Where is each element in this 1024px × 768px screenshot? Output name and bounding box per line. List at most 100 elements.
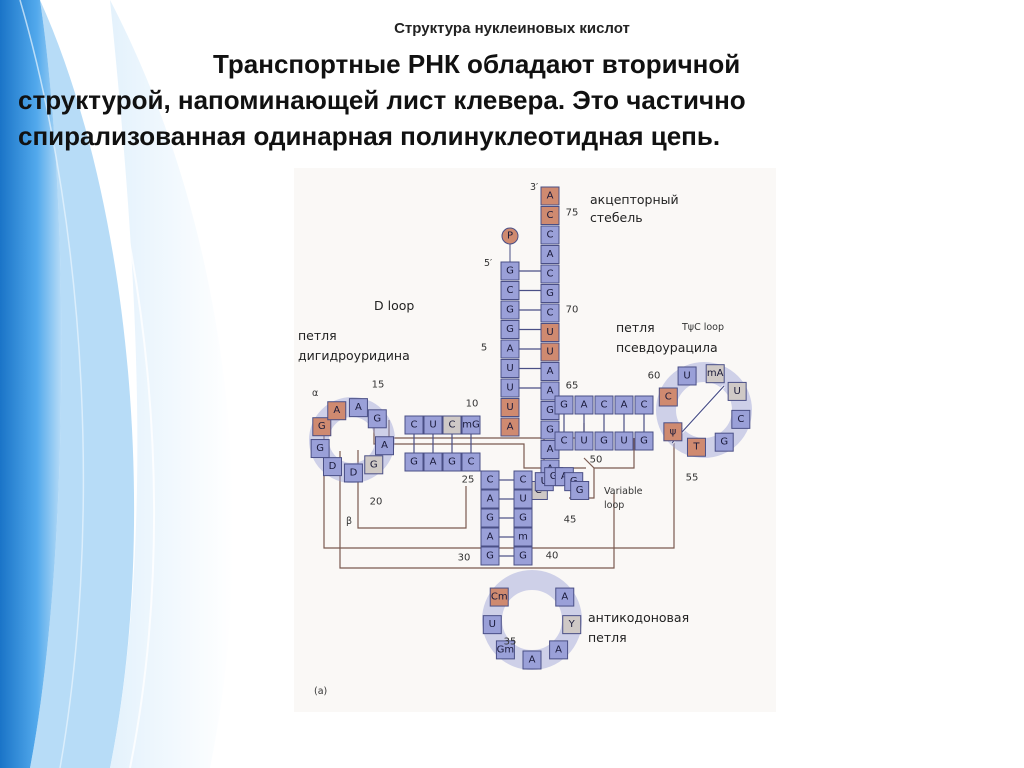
nucleotide-label: A xyxy=(529,655,536,666)
nucleotide-label: m xyxy=(518,532,528,543)
nucleotide-label: A xyxy=(507,344,514,355)
nucleotide-anticodon_5_side-0 xyxy=(480,470,500,490)
main-text-line-1: Транспортные РНК обладают вторичной xyxy=(213,49,741,79)
nucleotide-label: U xyxy=(506,402,513,413)
nucleotide-label: G xyxy=(519,551,527,562)
nucleotide-t_stem_top-3 xyxy=(614,395,634,415)
nucleotide-label: C xyxy=(737,414,744,425)
nucleotide-acceptor_3prime-5 xyxy=(540,284,560,303)
nucleotide-label: U xyxy=(546,347,553,358)
nucleotide-label: A xyxy=(547,444,554,455)
nucleotide-label: C xyxy=(411,420,418,431)
nucleotide-t_loop_residues-7 xyxy=(663,422,683,442)
nucleotide-label: G xyxy=(373,413,381,424)
nucleotide-label: A xyxy=(547,386,554,397)
nucleotide-label: G xyxy=(506,324,514,335)
variable-loop-label-1: Variable xyxy=(604,486,643,497)
position-number: 20 xyxy=(370,497,383,508)
position-number: 60 xyxy=(648,371,661,382)
nucleotide-t_stem_bottom-3 xyxy=(614,431,634,451)
nucleotide-variable_residues-5 xyxy=(570,480,590,500)
anticodon-label-1: антикодоновая xyxy=(588,610,689,625)
nucleotide-anticodon_loop_residues-4 xyxy=(549,640,569,660)
nucleotide-acceptor_3prime-7 xyxy=(540,323,560,342)
nucleotide-label: A xyxy=(581,400,588,411)
nucleotide-anticodon_3_side-4 xyxy=(513,546,533,566)
nucleotide-t_stem_top-4 xyxy=(634,395,654,415)
main-text: Транспортные РНК обладают вторичной стру… xyxy=(18,46,1008,154)
nucleotide-label: C xyxy=(547,269,554,280)
nucleotide-anticodon_3_side-1 xyxy=(513,489,533,509)
nucleotide-label: A xyxy=(381,440,388,451)
nucleotide-label: D xyxy=(350,467,358,478)
nucleotide-label: Cm xyxy=(491,592,508,603)
nucleotide-acceptor_5prime-3 xyxy=(500,320,520,339)
nucleotide-t_stem_top-2 xyxy=(594,395,614,415)
anticodon-label-2: петля xyxy=(588,630,627,645)
nucleotide-t_loop_residues-6 xyxy=(686,437,706,457)
nucleotide-t_loop_residues-4 xyxy=(731,409,751,429)
nucleotide-label: A xyxy=(555,644,562,655)
t-loop-label-2: псевдоурацила xyxy=(616,340,718,355)
nucleotide-acceptor_3prime-6 xyxy=(540,303,560,323)
nucleotide-t_loop_residues-2 xyxy=(705,364,725,384)
nucleotide-label: ψ xyxy=(670,426,677,437)
position-number: 55 xyxy=(686,473,699,484)
nucleotide-label: A xyxy=(547,249,554,260)
nucleotide-d_stem_bottom-3 xyxy=(461,452,481,472)
position-number: 5 xyxy=(481,343,487,354)
nucleotide-d_loop_residues-8 xyxy=(367,409,387,429)
nucleotide-label: C xyxy=(641,400,648,411)
t-loop-label-1: петля xyxy=(616,320,655,335)
nucleotide-label: G xyxy=(370,459,378,470)
nucleotide-label: A xyxy=(621,400,628,411)
nucleotide-label: G xyxy=(486,551,494,562)
nucleotide-label: G xyxy=(640,436,648,447)
nucleotide-label: U xyxy=(506,363,513,374)
nucleotide-t_stem_bottom-0 xyxy=(554,431,574,451)
nucleotide-t_stem_bottom-2 xyxy=(594,431,614,451)
nucleotide-d_stem_top-2 xyxy=(442,415,462,435)
position-number: 30 xyxy=(458,553,471,564)
nucleotide-t_stem_top-0 xyxy=(554,395,574,415)
nucleotide-d_stem_bottom-2 xyxy=(442,452,462,472)
nucleotide-label: C xyxy=(547,210,554,221)
base-pair-rungs xyxy=(413,270,645,557)
nucleotide-anticodon_5_side-2 xyxy=(480,508,500,528)
position-number: 25 xyxy=(462,475,475,486)
nucleotide-label: A xyxy=(430,457,437,468)
nucleotide-label: G xyxy=(546,288,554,299)
nucleotide-anticodon_5_side-3 xyxy=(480,527,500,547)
nucleotide-anticodon_loop_residues-6 xyxy=(555,587,575,607)
d-loop-title: D loop xyxy=(374,298,414,313)
nucleotide-label: G xyxy=(600,436,608,447)
nucleotide-label: G xyxy=(486,513,494,524)
beta-label: β xyxy=(346,516,352,527)
nucleotide-label: C xyxy=(520,475,527,486)
five-prime-label: 5′ xyxy=(484,258,492,269)
nucleotide-label: G xyxy=(546,405,554,416)
nucleotide-label: C xyxy=(665,392,672,403)
position-number: 40 xyxy=(546,551,559,562)
position-number: 45 xyxy=(564,515,577,526)
nucleotide-anticodon_loop_residues-5 xyxy=(562,615,582,635)
nucleotide-anticodon_loop_residues-3 xyxy=(522,650,542,670)
nucleotide-label: A xyxy=(333,405,340,416)
nucleotide-acceptor_3prime-8 xyxy=(540,342,560,362)
nucleotide-d_stem_top-1 xyxy=(423,415,443,435)
nucleotide-acceptor_3prime-0 xyxy=(540,186,560,206)
position-number: 10 xyxy=(466,399,479,410)
nucleotide-d_loop_residues-3 xyxy=(322,457,342,477)
nucleotide-d_loop_residues-2 xyxy=(343,463,363,483)
nucleotide-acceptor_3prime-3 xyxy=(540,245,560,264)
nucleotide-label: A xyxy=(547,366,554,377)
nucleotide-label: U xyxy=(506,383,513,394)
nucleotide-label: U xyxy=(546,327,553,338)
nucleotide-label: D xyxy=(329,461,337,472)
nucleotide-t_stem_top-1 xyxy=(574,395,594,415)
nucleotide-t_stem_bottom-1 xyxy=(574,431,594,451)
nucleotide-acceptor_5prime-8 xyxy=(500,417,520,437)
nucleotide-label: U xyxy=(733,386,740,397)
main-text-line-2: структурой, напоминающей лист клевера. Э… xyxy=(18,85,746,115)
